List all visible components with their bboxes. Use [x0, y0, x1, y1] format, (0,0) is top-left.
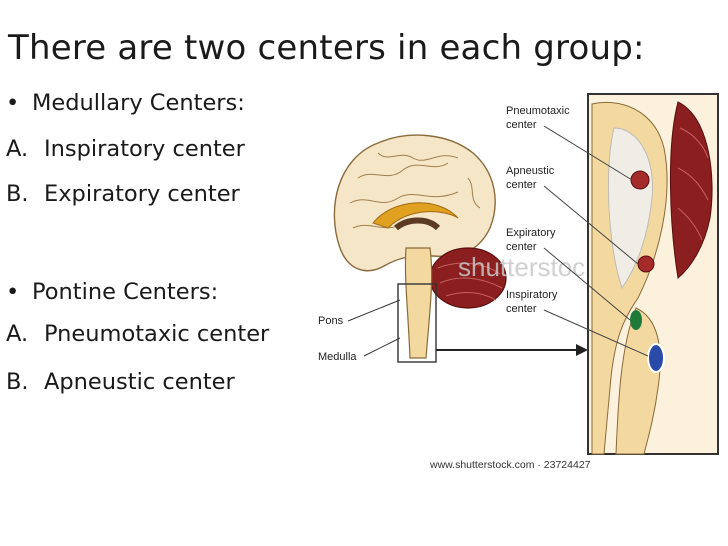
thalamus: [394, 217, 441, 231]
list-item-inspiratory: A. Inspiratory center: [6, 136, 245, 162]
expiratory-center-dot: [630, 310, 642, 330]
apneustic-label-2: center: [506, 179, 537, 191]
inspiratory-label-2: center: [506, 303, 537, 315]
brainstem-figure: Pons Medulla shutterstock: [318, 88, 722, 478]
list-item-apneustic: B. Apneustic center: [6, 369, 235, 395]
list-marker: B.: [6, 369, 29, 395]
list-marker: A.: [6, 136, 29, 162]
medulla-label: Medulla: [318, 351, 357, 363]
inspiratory-label-1: Inspiratory: [506, 289, 558, 301]
list-item-label: Expiratory center: [44, 181, 240, 207]
inspiratory-center-dot: [647, 343, 665, 373]
bullet-dot: •: [6, 279, 20, 305]
expiratory-label-1: Expiratory: [506, 227, 556, 239]
list-item-expiratory: B. Expiratory center: [6, 181, 240, 207]
pneumotaxic-label-2: center: [506, 119, 537, 131]
expiratory-label-2: center: [506, 241, 537, 253]
list-item-pneumotaxic: A. Pneumotaxic center: [6, 321, 269, 347]
watermark: shutterstock: [458, 252, 599, 282]
brain-stem: [404, 247, 433, 359]
list-item-pontine: • Pontine Centers:: [6, 279, 218, 305]
list-item-medullary: • Medullary Centers:: [6, 90, 245, 116]
list-item-label: Pontine Centers:: [32, 279, 219, 305]
list-item-label: Inspiratory center: [44, 136, 245, 162]
slide-title: There are two centers in each group:: [8, 28, 645, 68]
pneumotaxic-center-dot: [630, 170, 650, 190]
bullet-dot: •: [6, 90, 20, 116]
image-credit: www.shutterstock.com · 23724427: [429, 459, 591, 471]
brainstem-illustration: Pons Medulla shutterstock: [318, 93, 719, 471]
pneumotaxic-label-1: Pneumotaxic: [506, 105, 570, 117]
apneustic-center-dot: [637, 255, 655, 273]
list-marker: A.: [6, 321, 29, 347]
list-item-label: Pneumotaxic center: [44, 321, 270, 347]
list-item-label: Medullary Centers:: [32, 90, 245, 116]
corpus-callosum: [372, 202, 459, 229]
list-marker: B.: [6, 181, 29, 207]
pons-medulla-box: [397, 283, 437, 363]
cerebellum-folia: [437, 262, 503, 301]
pons-label: Pons: [318, 315, 344, 327]
apneustic-label-1: Apneustic: [506, 165, 555, 177]
list-item-label: Apneustic center: [44, 369, 235, 395]
